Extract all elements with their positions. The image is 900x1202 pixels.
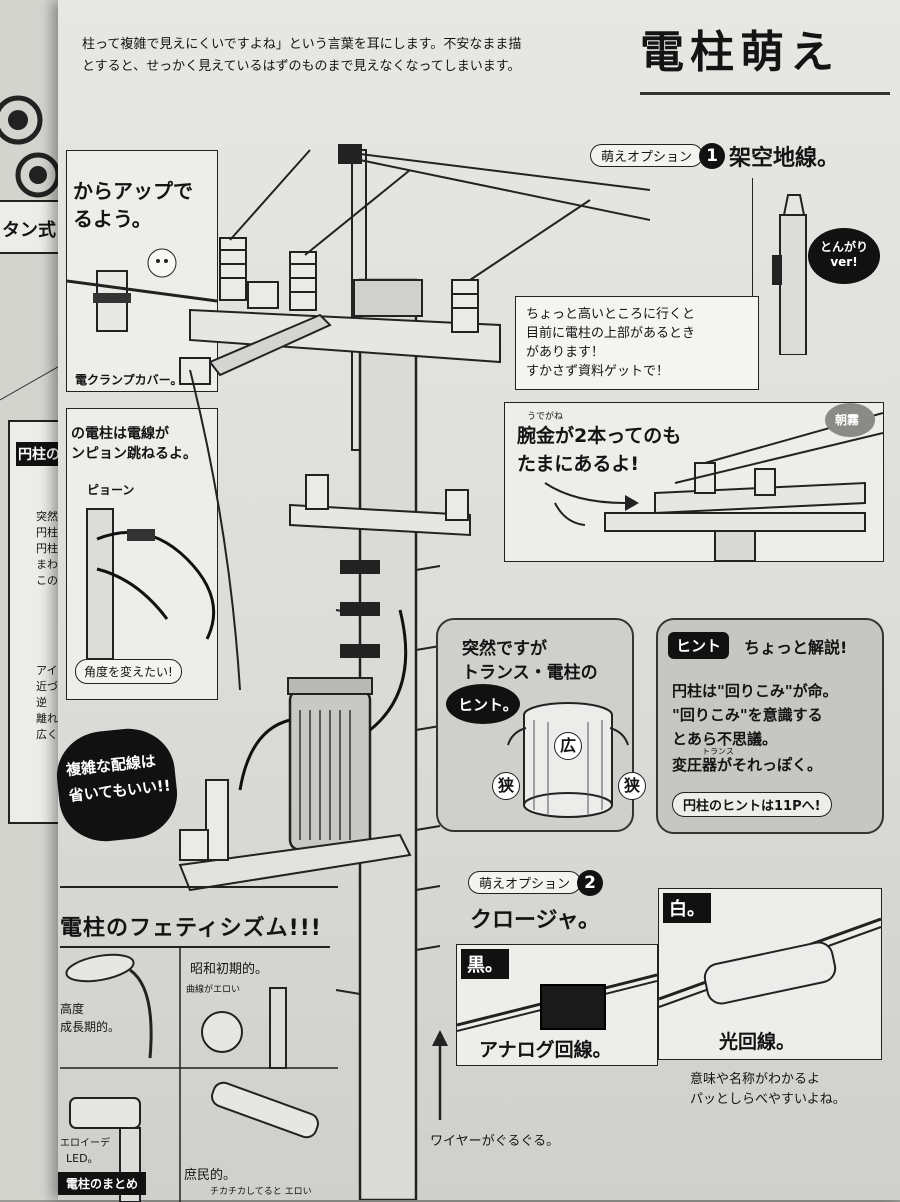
wire-jump-illustration [86,508,216,659]
clamp-cover-label: 電クランプカバー。 [75,373,183,387]
option2-title: クロージャ。 [470,908,601,933]
tongari-frame [752,178,873,358]
option1-number: 1 [699,143,726,169]
angle-bubble: 角度を変えたい! [75,659,182,684]
left-side-text-7: 近づ [36,680,58,693]
wiring-line-1: 複雑な配線は [65,751,157,780]
asa-stamp: 朝霧 [825,403,875,437]
circle-hint-line-3: とあら不思議。 [672,730,778,748]
option1-pill: 萌えオプション [590,143,704,167]
title-rule [640,92,890,95]
left-tab-label: タン式 [2,220,56,241]
eco-line-2: LED。 [66,1152,99,1165]
showa-label: 昭和初期的。 [190,962,269,977]
streetlight-illustrations [60,948,338,1202]
kodo-line-1: 高度 [60,1002,85,1016]
wiring-line-2: 省いてもいい!! [67,776,172,806]
circle-hint-line-4: 変圧器がそれっぽく。 [672,756,823,774]
wire-jump-panel: の電柱は電線が ンピョン跳ねるよ。 ピョーン 角度を変えたい! [66,408,218,700]
left-tab-box: タン式 [0,200,64,254]
left-side-text-1: 突然 [36,510,58,523]
fetish-title: 電柱のフェティシズム!!! [60,916,322,941]
white-closure-illustration [659,917,881,1008]
height-tip-line-2: 目前に電柱の上部があるとき [526,326,696,341]
option1-title: 架空地線。 [729,146,840,171]
left-circle-tag: 円柱の [16,442,62,466]
hand-note-1: 曲線がエロい [186,985,241,995]
intro-line-2: とすると、せっかく見えているはずのものまで見えなくなってしまいます。 [82,59,521,74]
trans-hint-badge: ヒント。 [446,684,520,724]
intro-line-1: 柱って複雑で見えにくいですよね」という言葉を耳にします。不安なまま描 [82,37,522,52]
hand-note-2: チカチカしてると エロい [210,1187,312,1197]
trans-hint-panel: 突然ですが トランス・電柱の ヒント。 広 狭 狭 [436,618,646,832]
pyon-label: ピョーン [87,483,135,497]
page-title: 電柱萌え [640,27,840,78]
circle-hint-line-1: 円柱は"回りこみ"が命。 [672,682,838,700]
double-arm-illustration [544,412,883,561]
analog-panel: 黒。 アナログ回線。 [456,944,658,1066]
height-tip-line-1: ちょっと高いところに行くと [526,307,696,322]
fetish-rule [60,946,330,948]
trans-hint-line-1: 突然ですが [462,639,547,659]
eco-line-1: エロイーデ [60,1138,110,1149]
closeup-line-a: からアップで [73,179,193,203]
circle-hint-line-2: "回りこみ"を意識する [672,706,823,724]
fetish-section: 電柱のフェティシズム!!! 昭和初期的。 曲線がエロい 高度 成長期的。 エロイ… [60,886,338,1202]
meaning-line-2: パッとしらべやすいよね。 [690,1092,846,1107]
black-closure-illustration [457,973,657,1032]
wire-note: ワイヤーがぐるぐる。 [430,1134,560,1149]
narrow-left-mark: 狭 [492,772,520,800]
optical-label: 光回線。 [719,1031,796,1053]
cylinder-diagram [507,702,629,818]
double-arm-panel: うでがね 腕金が2本ってのも たまにあるよ! 朝霧 [504,402,884,562]
trans-hint-badge-text: ヒント。 [458,696,518,714]
black-tag: 黒。 [461,949,509,979]
closeup-panel: からアップで るよう。 電クランプカバー。 [66,150,218,392]
option2-number: 2 [577,870,604,896]
arm-ruby: うでがね [527,412,564,422]
left-side-text-3: 円柱 [36,542,58,555]
summary-footer: 電柱のまとめ [58,1172,147,1195]
clamp-illustration [67,248,217,332]
left-side-text-5: この [36,574,58,587]
circle-hint-ruby: トランス [702,747,734,756]
height-tip-line-4: すかさず資料ゲットで！ [526,364,670,379]
circle-hint-reference: 円柱のヒントは11Pへ! [672,792,832,817]
trans-hint-line-2: トランス・電柱の [462,663,598,683]
analog-label: アナログ回線。 [479,1039,612,1061]
height-tip-line-3: があります！ [526,345,605,360]
tongari-badge: とんがり ver! [808,228,880,284]
narrow-right-mark: 狭 [618,772,646,800]
wire-arrow [432,1030,448,1120]
asa-stamp-text: 朝霧 [835,413,860,427]
white-tag: 白。 [663,893,711,923]
kodo-line-2: 成長期的。 [60,1020,121,1034]
height-tip-callout: ちょっと高いところに行くと 目前に電柱の上部があるとき があります！ すかさず資… [515,296,759,390]
closeup-line-b: るよう。 [73,207,152,231]
left-side-text-6: アイ [36,664,58,677]
option2-pill: 萌えオプション [468,870,582,894]
meaning-line-1: 意味や名称がわかるよ [690,1072,821,1087]
arm-line-2: たまにあるよ! [517,453,640,475]
optical-panel: 白。 光回線。 [658,888,882,1060]
tongari-pole-illustration [772,194,807,355]
utility-pole-illustration [178,144,650,1200]
wire-jump-line-2: ンピョン跳ねるよ。 [71,446,197,462]
wide-mark: 広 [554,732,582,760]
arm-line-1: 腕金が2本ってのも [517,425,682,447]
left-side-text-4: まわ [36,558,58,571]
circle-hint-heading: ちょっと解説! [744,638,848,657]
left-side-text-9: 離れ [36,712,58,725]
circle-hint-tag: ヒント [668,632,730,659]
shomin-label: 庶民的。 [184,1168,237,1183]
left-side-text-2: 円柱 [36,526,58,539]
wire-jump-line-1: の電柱は電線が [71,426,169,442]
left-side-text-8: 逆 [36,696,47,709]
tongari-label: とんがり ver! [819,240,868,269]
circle-hint-panel: ヒント ちょっと解説! 円柱は"回りこみ"が命。 "回りこみ"を意識する とあら… [656,618,884,834]
